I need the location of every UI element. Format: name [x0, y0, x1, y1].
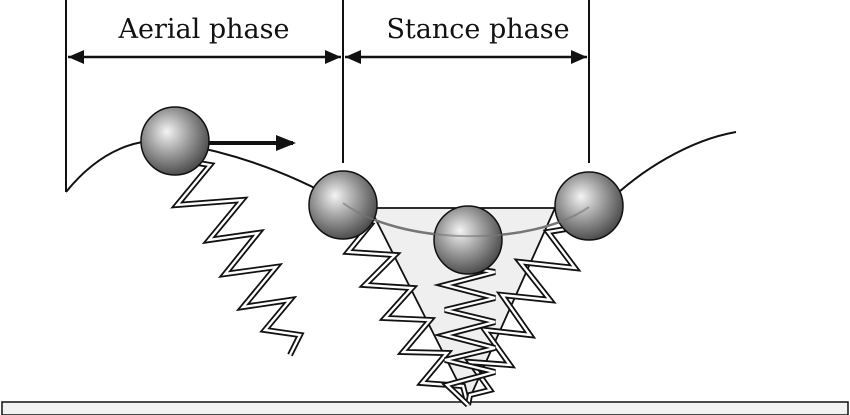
- mass-ball-touchdown: [308, 170, 378, 240]
- trajectory-curve-right: [604, 131, 737, 206]
- stance-phase-label: Stance phase: [386, 14, 569, 45]
- mass-ball-liftoff: [554, 171, 624, 241]
- stance-phase-arrow: [345, 50, 587, 64]
- aerial-phase-label: Aerial phase: [118, 14, 290, 45]
- ground-plane: [1, 401, 849, 415]
- mass-ball-aerial: [140, 106, 210, 176]
- mass-ball-midstance: [433, 205, 503, 275]
- aerial-phase-arrow: [68, 50, 341, 64]
